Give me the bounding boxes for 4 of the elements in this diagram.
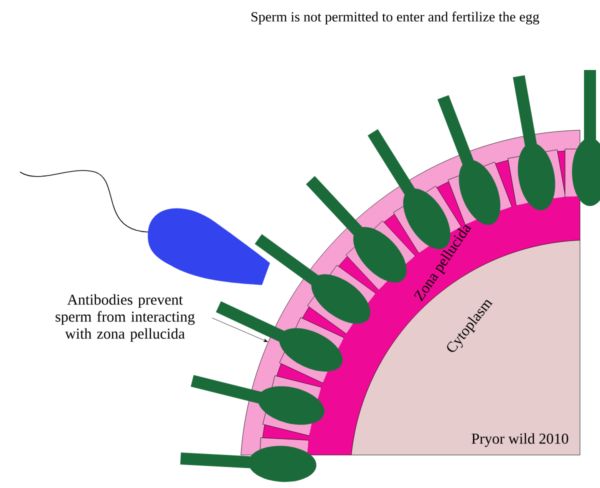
label: Pryor wild 2010 [472,433,568,447]
title: Sperm is not permitted to enter and fertilize the egg [252,12,540,24]
leader-line [212,318,268,342]
annotation-text: Antibodies prevent sperm from interacting with zona pellucida [56,294,195,342]
